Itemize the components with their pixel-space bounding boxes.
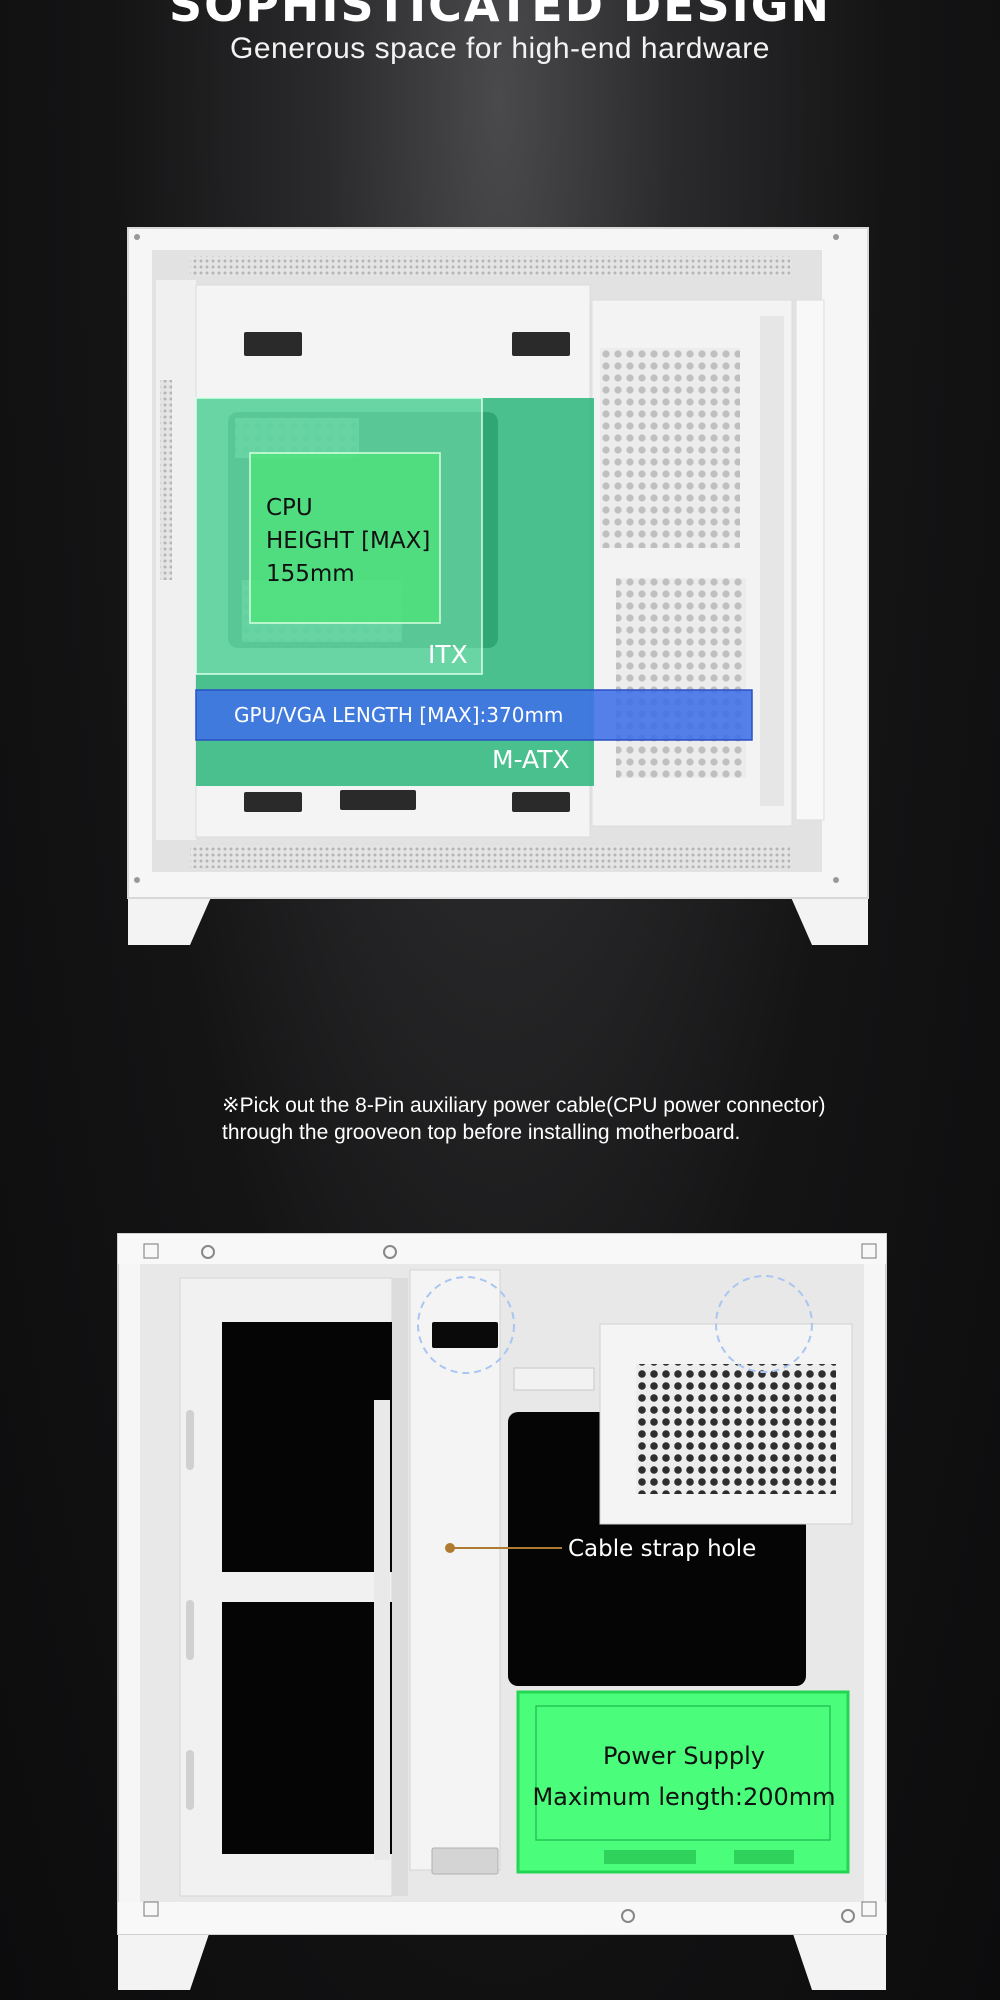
- itx-label: ITX: [428, 640, 468, 669]
- cpu-label-line1: CPU: [266, 495, 313, 521]
- top-mesh: [190, 256, 790, 276]
- cable-groove-highlight-right: [715, 1275, 813, 1373]
- cpu-label-line2: HEIGHT [MAX]: [266, 528, 430, 554]
- matx-label: M-ATX: [492, 745, 570, 774]
- case-back-view: Cable strap hole Power Supply Maximum le…: [117, 1233, 887, 1990]
- front-foot-left: [128, 895, 212, 945]
- psu-label-line1: Power Supply: [603, 1742, 765, 1770]
- subheadline: Generous space for high-end hardware: [230, 32, 770, 65]
- fan-slot-upper: [222, 1322, 392, 1572]
- psu-zone: [516, 1690, 850, 1874]
- hdd-mesh: [636, 1364, 836, 1494]
- headline: SOPHISTICATED DESIGN: [168, 0, 832, 32]
- fan-slot-lower: [222, 1602, 392, 1854]
- cpu-label-line3: 155mm: [266, 561, 355, 587]
- gpu-zone: [195, 689, 753, 741]
- cpu-cable-groove: [432, 1322, 498, 1348]
- cable-strap-hole-label: Cable strap hole: [568, 1536, 756, 1562]
- cable-groove-highlight-left: [417, 1276, 515, 1374]
- cpu-zone: [249, 452, 441, 624]
- psu-label-line2: Maximum length:200mm: [532, 1783, 835, 1811]
- back-foot-right: [790, 1925, 886, 1990]
- front-mesh-lower: [616, 578, 746, 778]
- bottom-vent: [190, 846, 790, 868]
- install-note: ※Pick out the 8-Pin auxiliary power cabl…: [222, 1092, 902, 1146]
- gpu-label: GPU/VGA LENGTH [MAX]:370mm: [234, 703, 563, 727]
- front-mesh-upper: [600, 348, 740, 548]
- front-foot-right: [790, 895, 868, 945]
- back-foot-left: [118, 1925, 212, 1990]
- install-note-line2: through the grooveon top before installi…: [222, 1121, 741, 1144]
- install-note-line1: ※Pick out the 8-Pin auxiliary power cabl…: [222, 1094, 826, 1117]
- case-front-view: CPU HEIGHT [MAX] 155mm ITX GPU/VGA LENGT…: [127, 227, 869, 945]
